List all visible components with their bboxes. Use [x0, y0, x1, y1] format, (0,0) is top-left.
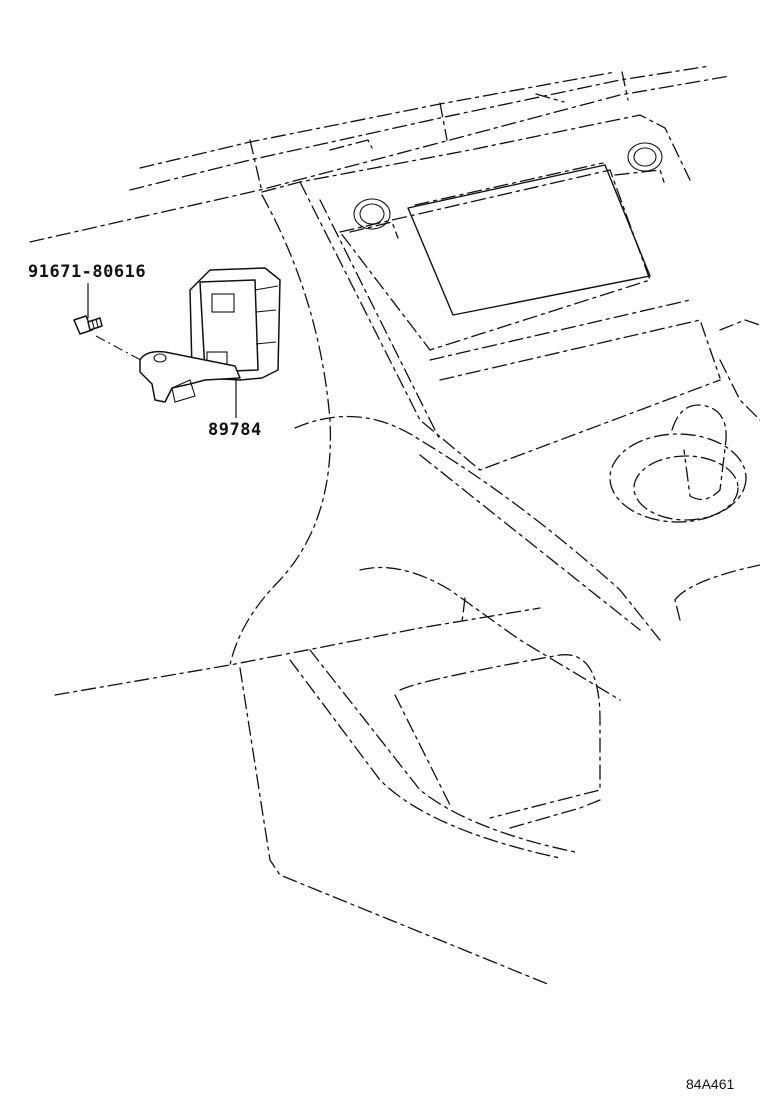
flange-bolt-icon: [73, 315, 103, 335]
part-number-bolt[interactable]: 91671-80616: [28, 262, 147, 282]
dashboard-side-panel: [54, 194, 760, 986]
center-display-console: [261, 114, 760, 471]
shift-lever: [609, 404, 747, 523]
part-number-bracket[interactable]: 89784: [208, 420, 262, 440]
illustration-code: 84A461: [686, 1076, 735, 1092]
bolt-assembly: [73, 283, 151, 366]
dashboard-top-outline: [29, 65, 731, 243]
bracket-icon: [139, 267, 281, 418]
